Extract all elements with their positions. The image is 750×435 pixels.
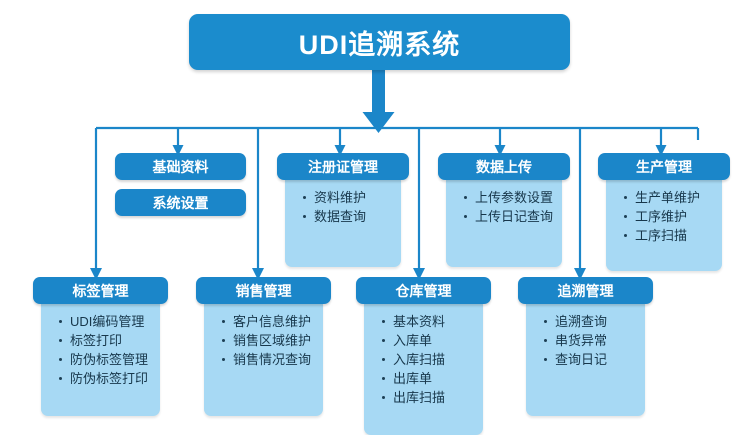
node-system-settings[interactable]: 系统设置	[115, 189, 246, 216]
node-label: 生产管理	[636, 158, 692, 175]
node-body: 上传参数设置 上传日记查询	[446, 174, 562, 267]
node-item-list: UDI编码管理 标签打印 防伪标签管理 防伪标签打印	[41, 312, 160, 388]
node-item-list: 客户信息维护 销售区域维护 销售情况查询	[204, 312, 323, 369]
list-item[interactable]: 销售区域维护	[222, 331, 323, 350]
node-label: 追溯管理	[557, 282, 614, 299]
node-body: 基本资料 入库单 入库扫描 出库单 出库扫描	[364, 298, 483, 435]
list-item[interactable]: 追溯查询	[544, 312, 645, 331]
page-title: UDI追溯系统	[298, 29, 461, 60]
node-item-list: 上传参数设置 上传日记查询	[446, 188, 562, 226]
list-item[interactable]: UDI编码管理	[59, 312, 160, 331]
list-item[interactable]: 出库扫描	[382, 388, 483, 407]
node-label: 标签管理	[72, 282, 129, 299]
node-header[interactable]: 仓库管理	[356, 277, 491, 304]
root-title-box[interactable]: UDI追溯系统	[189, 14, 570, 70]
node-body: 生产单维护 工序维护 工序扫描	[606, 174, 722, 271]
list-item[interactable]: 销售情况查询	[222, 350, 323, 369]
list-item[interactable]: 防伪标签打印	[59, 369, 160, 388]
list-item[interactable]: 串货异常	[544, 331, 645, 350]
list-item[interactable]: 基本资料	[382, 312, 483, 331]
node-body: UDI编码管理 标签打印 防伪标签管理 防伪标签打印	[41, 298, 160, 416]
diagram-canvas: UDI追溯系统 基础资料 系统设置 注册证管理 资料维护 数据查询 数据上传 上…	[33, 14, 730, 435]
list-item[interactable]: 入库单	[382, 331, 483, 350]
node-item-list: 基本资料 入库单 入库扫描 出库单 出库扫描	[364, 312, 483, 407]
list-item[interactable]: 查询日记	[544, 350, 645, 369]
list-item[interactable]: 数据查询	[303, 207, 401, 226]
node-label: 注册证管理	[308, 158, 378, 175]
node-item-list: 追溯查询 串货异常 查询日记	[526, 312, 645, 369]
list-item[interactable]: 上传日记查询	[464, 207, 562, 226]
list-item[interactable]: 防伪标签管理	[59, 350, 160, 369]
node-label: 销售管理	[235, 282, 292, 299]
list-item[interactable]: 入库扫描	[382, 350, 483, 369]
list-item[interactable]: 工序扫描	[624, 226, 722, 245]
list-item[interactable]: 资料维护	[303, 188, 401, 207]
node-item-list: 资料维护 数据查询	[285, 188, 401, 226]
list-item[interactable]: 标签打印	[59, 331, 160, 350]
node-header[interactable]: 追溯管理	[518, 277, 653, 304]
node-item-list: 生产单维护 工序维护 工序扫描	[606, 188, 722, 245]
node-basic-data[interactable]: 基础资料	[115, 153, 246, 180]
node-body: 资料维护 数据查询	[285, 174, 401, 267]
node-body: 追溯查询 串货异常 查询日记	[526, 298, 645, 416]
node-header[interactable]: 注册证管理	[277, 153, 409, 180]
list-item[interactable]: 工序维护	[624, 207, 722, 226]
connector-lines	[90, 70, 700, 280]
node-label: 基础资料	[152, 158, 209, 175]
node-label: 系统设置	[152, 194, 209, 211]
node-body: 客户信息维护 销售区域维护 销售情况查询	[204, 298, 323, 416]
list-item[interactable]: 生产单维护	[624, 188, 722, 207]
node-header[interactable]: 数据上传	[438, 153, 570, 180]
list-item[interactable]: 出库单	[382, 369, 483, 388]
node-label: 仓库管理	[395, 282, 452, 299]
list-item[interactable]: 上传参数设置	[464, 188, 562, 207]
node-label: 数据上传	[476, 158, 532, 175]
node-header[interactable]: 标签管理	[33, 277, 168, 304]
node-header[interactable]: 生产管理	[598, 153, 730, 180]
list-item[interactable]: 客户信息维护	[222, 312, 323, 331]
node-header[interactable]: 销售管理	[196, 277, 331, 304]
